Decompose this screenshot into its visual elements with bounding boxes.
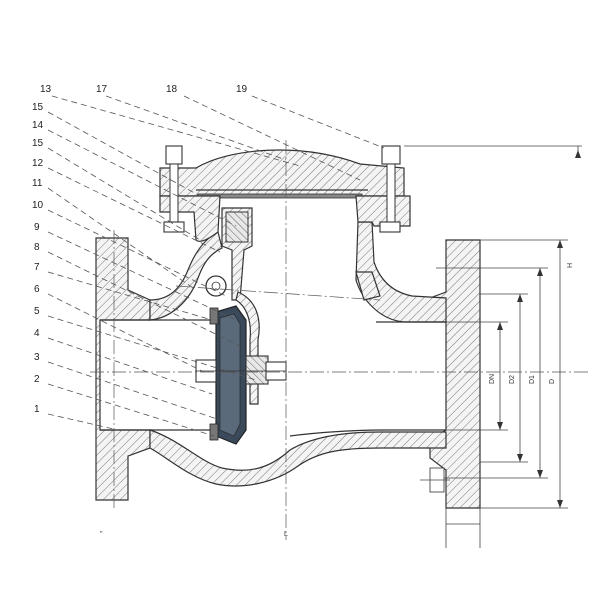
part-label-13a: 13 bbox=[40, 84, 52, 95]
dim-dn: DN bbox=[489, 374, 496, 384]
part-label-1: 1 bbox=[34, 404, 40, 415]
part-label-6: 6 bbox=[34, 284, 40, 295]
body-upper-wall bbox=[149, 231, 223, 321]
dimension-lines bbox=[404, 145, 582, 548]
part-label-17: 17 bbox=[96, 84, 108, 95]
body-top-flange bbox=[159, 195, 221, 242]
part-label-5: 5 bbox=[34, 306, 40, 317]
part-label-14: 14 bbox=[32, 120, 44, 131]
body-lower-wall bbox=[149, 429, 447, 487]
bonnet-cover bbox=[159, 149, 405, 197]
dim-d: D bbox=[549, 379, 556, 384]
dim-d1: D1 bbox=[529, 375, 536, 384]
seat-ring-upper bbox=[209, 307, 219, 325]
part-label-4: 4 bbox=[34, 328, 40, 339]
leader-lines bbox=[47, 95, 385, 437]
part-label-18: 18 bbox=[166, 84, 178, 95]
part-label-2: 2 bbox=[34, 374, 40, 385]
dim-h: H bbox=[567, 263, 574, 268]
bonnet-gasket bbox=[197, 193, 363, 199]
dim-mark-left: " bbox=[100, 531, 103, 538]
hinge-nut bbox=[225, 211, 249, 243]
part-label-11: 11 bbox=[32, 178, 43, 189]
part-label-19: 19 bbox=[236, 84, 248, 95]
seat-ring-lower bbox=[209, 423, 219, 441]
bolt-left bbox=[163, 145, 185, 233]
dim-l: L bbox=[284, 531, 288, 538]
bolt-right bbox=[379, 145, 401, 233]
dim-d2: D2 bbox=[509, 375, 516, 384]
part-label-10: 10 bbox=[32, 200, 44, 211]
part-label-7: 7 bbox=[34, 262, 40, 273]
part-label-9: 9 bbox=[34, 222, 40, 233]
part-label-12: 12 bbox=[32, 158, 44, 169]
part-label-8: 8 bbox=[34, 242, 40, 253]
part-label-3: 3 bbox=[34, 352, 40, 363]
part-label-15b: 15 bbox=[32, 138, 44, 149]
left-flange bbox=[95, 237, 151, 501]
part-label-15a: 15 bbox=[32, 102, 44, 113]
